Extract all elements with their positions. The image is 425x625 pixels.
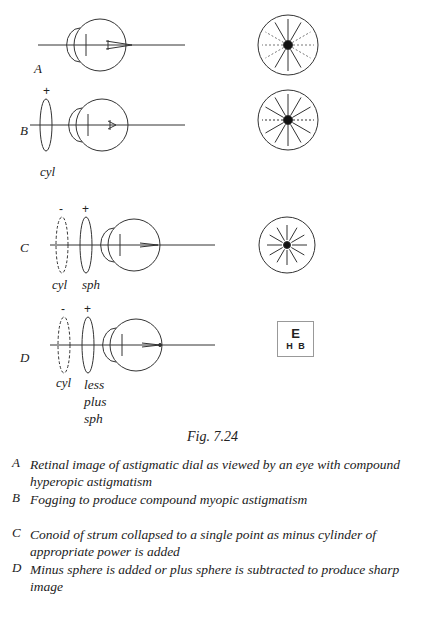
light-ray: [140, 245, 158, 247]
optical-axis: [38, 45, 185, 46]
optical-axis: [50, 245, 215, 246]
cornea: [69, 108, 82, 142]
chart-letters: E: [278, 326, 313, 341]
sphere-lens: [80, 217, 92, 273]
crystalline-lens: [86, 34, 87, 56]
focal-line: [108, 40, 109, 50]
caption-letter: A: [12, 456, 20, 470]
dial-ray: [270, 248, 283, 256]
focal-line: [110, 120, 111, 130]
dial-ray: [291, 49, 302, 67]
dial-ray: [287, 225, 288, 240]
caption-text: Retinal image of astigmatic dial as view…: [30, 456, 415, 490]
sphere-lens: [82, 317, 94, 373]
crystalline-lens: [88, 114, 89, 136]
lens-name: cyl: [40, 165, 55, 179]
cornea: [67, 28, 80, 62]
light-ray: [108, 125, 116, 129]
caption-text: Conoid of strum collapsed to a single po…: [30, 526, 415, 560]
row-letter: C: [20, 241, 29, 255]
lens-sign: -: [61, 302, 65, 316]
dial-center: [284, 41, 293, 50]
dial-ray: [265, 48, 283, 59]
caption-text: Minus sphere is added or plus sphere is …: [30, 561, 415, 595]
lens-name: cyl: [52, 278, 67, 292]
caption-text: Fogging to produce compound myopic astig…: [30, 491, 415, 508]
lens-name: sph: [82, 278, 100, 292]
lens-sign: +: [84, 302, 91, 316]
optical-axis: [30, 125, 185, 126]
dial-center: [284, 116, 293, 125]
dial-ray: [277, 228, 285, 241]
dial-ray: [288, 19, 289, 40]
optical-axis: [50, 345, 215, 346]
dial-ray: [265, 123, 283, 134]
crystalline-lens: [122, 334, 123, 356]
dial-ray: [291, 235, 304, 243]
light-ray: [108, 121, 116, 125]
dial-ray: [288, 94, 289, 115]
dial-ray: [287, 250, 288, 265]
dial-ray: [262, 45, 283, 46]
astigmatic-dial: [258, 15, 318, 75]
eyeball: [108, 219, 160, 271]
eyeball: [110, 319, 162, 371]
dial-ray: [277, 249, 285, 262]
lens-sign: +: [43, 84, 50, 98]
row-letter: A: [34, 62, 42, 76]
dial-ray: [292, 245, 307, 246]
dial-ray: [267, 245, 282, 246]
cornea: [103, 328, 116, 362]
dial-ray: [288, 50, 289, 71]
lens-name: less plus sph: [84, 376, 118, 427]
light-ray: [140, 243, 158, 245]
astigmatic-dial: [259, 217, 315, 273]
astigmatic-dial: [258, 90, 318, 150]
dial-ray: [293, 45, 314, 46]
row-letter: B: [20, 124, 28, 138]
dial-ray: [270, 235, 283, 243]
caption-letter: B: [12, 491, 20, 505]
eyeball: [74, 19, 126, 71]
dial-ray: [275, 22, 286, 40]
light-ray: [106, 41, 132, 45]
eye-chart: EH B: [277, 321, 314, 357]
row-letter: D: [20, 351, 29, 365]
lens-sign: +: [82, 202, 89, 216]
caption-letter: D: [12, 561, 21, 575]
dial-ray: [291, 124, 302, 142]
light-ray: [106, 45, 132, 49]
dial-ray: [288, 125, 289, 146]
figure-caption: Fig. 7.24: [0, 430, 425, 444]
focal-point: [159, 344, 162, 347]
cylinder-lens: [56, 217, 68, 273]
chart-letters: H B: [278, 341, 313, 352]
cornea: [101, 228, 114, 262]
eyeball: [76, 99, 128, 151]
dial-ray: [290, 249, 298, 262]
dial-ray: [275, 97, 286, 115]
dial-ray: [293, 120, 314, 121]
dial-ray: [292, 32, 310, 43]
caption-letter: C: [12, 526, 21, 540]
dial-ray: [292, 107, 310, 118]
lens-name: cyl: [56, 376, 71, 390]
dial-center: [284, 242, 291, 249]
dial-ray: [262, 120, 283, 121]
cylinder-lens: [58, 317, 70, 373]
dial-ray: [290, 228, 298, 241]
lens-sign: -: [59, 202, 63, 216]
cylinder-lens: [40, 99, 52, 151]
light-ray: [142, 345, 160, 347]
light-ray: [142, 343, 160, 345]
crystalline-lens: [120, 234, 121, 256]
dial-ray: [291, 248, 304, 256]
